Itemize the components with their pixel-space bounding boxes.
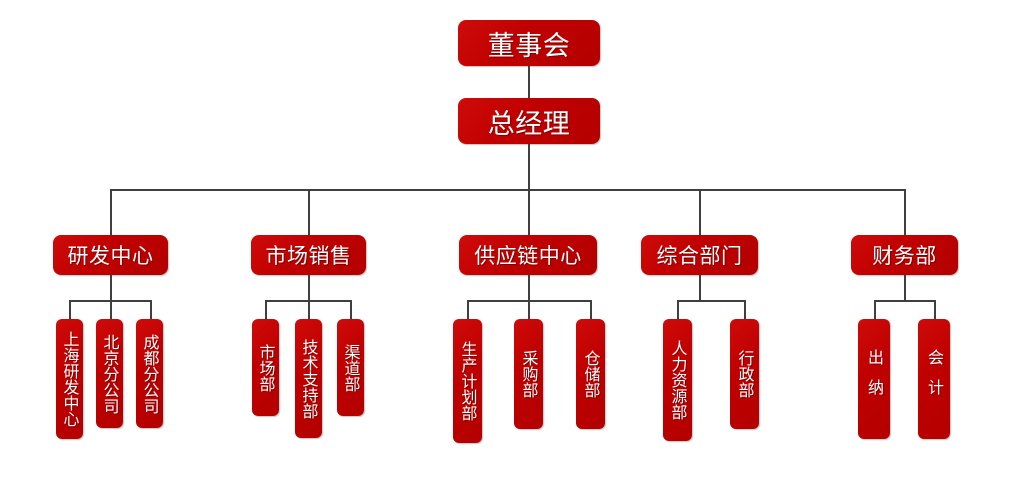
- connector-drop-dept-2: [528, 189, 530, 235]
- node-dept-finance[interactable]: 财务部: [851, 235, 958, 275]
- node-unit-accounting[interactable]: 会计: [918, 319, 950, 439]
- connector-drop-2-0: [467, 300, 469, 320]
- node-unit-procurement-dept[interactable]: 采购部: [514, 319, 543, 429]
- connector-drop-dept-1: [308, 189, 310, 235]
- connector-stem-dept-3: [699, 275, 701, 301]
- node-unit-beijing-branch[interactable]: 北京分公司: [96, 319, 123, 428]
- node-dept-rd-center[interactable]: 研发中心: [53, 235, 168, 275]
- node-unit-administration-dept[interactable]: 行政部: [730, 319, 759, 429]
- node-dept-marketing-sales[interactable]: 市场销售: [251, 235, 366, 275]
- node-unit-cashier[interactable]: 出纳: [858, 319, 890, 439]
- connector-root-to-gm: [528, 66, 530, 98]
- connector-drop-dept-3: [699, 189, 701, 235]
- connector-drop-3-1: [744, 300, 746, 320]
- node-unit-human-resources-dept[interactable]: 人力资源部: [663, 319, 692, 441]
- node-unit-production-planning-dept[interactable]: 生产计划部: [453, 319, 482, 443]
- connector-drop-4-1: [934, 300, 936, 320]
- connector-drop-0-1: [110, 300, 112, 320]
- connector-stem-dept-1: [308, 275, 310, 301]
- node-general-manager[interactable]: 总经理: [458, 98, 600, 144]
- connector-bus-dept-3: [677, 300, 745, 302]
- connector-drop-2-1: [528, 300, 530, 320]
- connector-stem-dept-0: [110, 275, 112, 301]
- connector-drop-3-0: [677, 300, 679, 320]
- connector-drop-4-0: [874, 300, 876, 320]
- node-unit-warehouse-dept[interactable]: 仓储部: [576, 319, 605, 429]
- connector-drop-0-2: [150, 300, 152, 320]
- node-unit-chengdu-branch[interactable]: 成都分公司: [136, 319, 163, 428]
- node-unit-marketing-dept[interactable]: 市场部: [252, 319, 279, 416]
- connector-drop-1-1: [308, 300, 310, 320]
- connector-stem-dept-4: [904, 275, 906, 301]
- node-unit-channel-dept[interactable]: 渠道部: [337, 319, 364, 416]
- node-dept-supply-chain-center[interactable]: 供应链中心: [459, 235, 597, 275]
- node-board-of-directors[interactable]: 董事会: [458, 20, 600, 66]
- node-dept-general-affairs[interactable]: 综合部门: [641, 235, 758, 275]
- connector-bus-dept-4: [874, 300, 935, 302]
- connector-stem-dept-2: [528, 275, 530, 301]
- connector-gm-stem: [528, 144, 530, 190]
- connector-drop-0-0: [69, 300, 71, 320]
- connector-drop-dept-4: [904, 189, 906, 235]
- connector-drop-2-2: [590, 300, 592, 320]
- connector-level2-bus: [110, 189, 905, 191]
- connector-drop-1-0: [265, 300, 267, 320]
- connector-drop-dept-0: [110, 189, 112, 235]
- node-unit-shanghai-rd-center[interactable]: 上海研发中心: [56, 319, 83, 439]
- connector-drop-1-2: [350, 300, 352, 320]
- node-unit-technical-support-dept[interactable]: 技术支持部: [295, 319, 322, 438]
